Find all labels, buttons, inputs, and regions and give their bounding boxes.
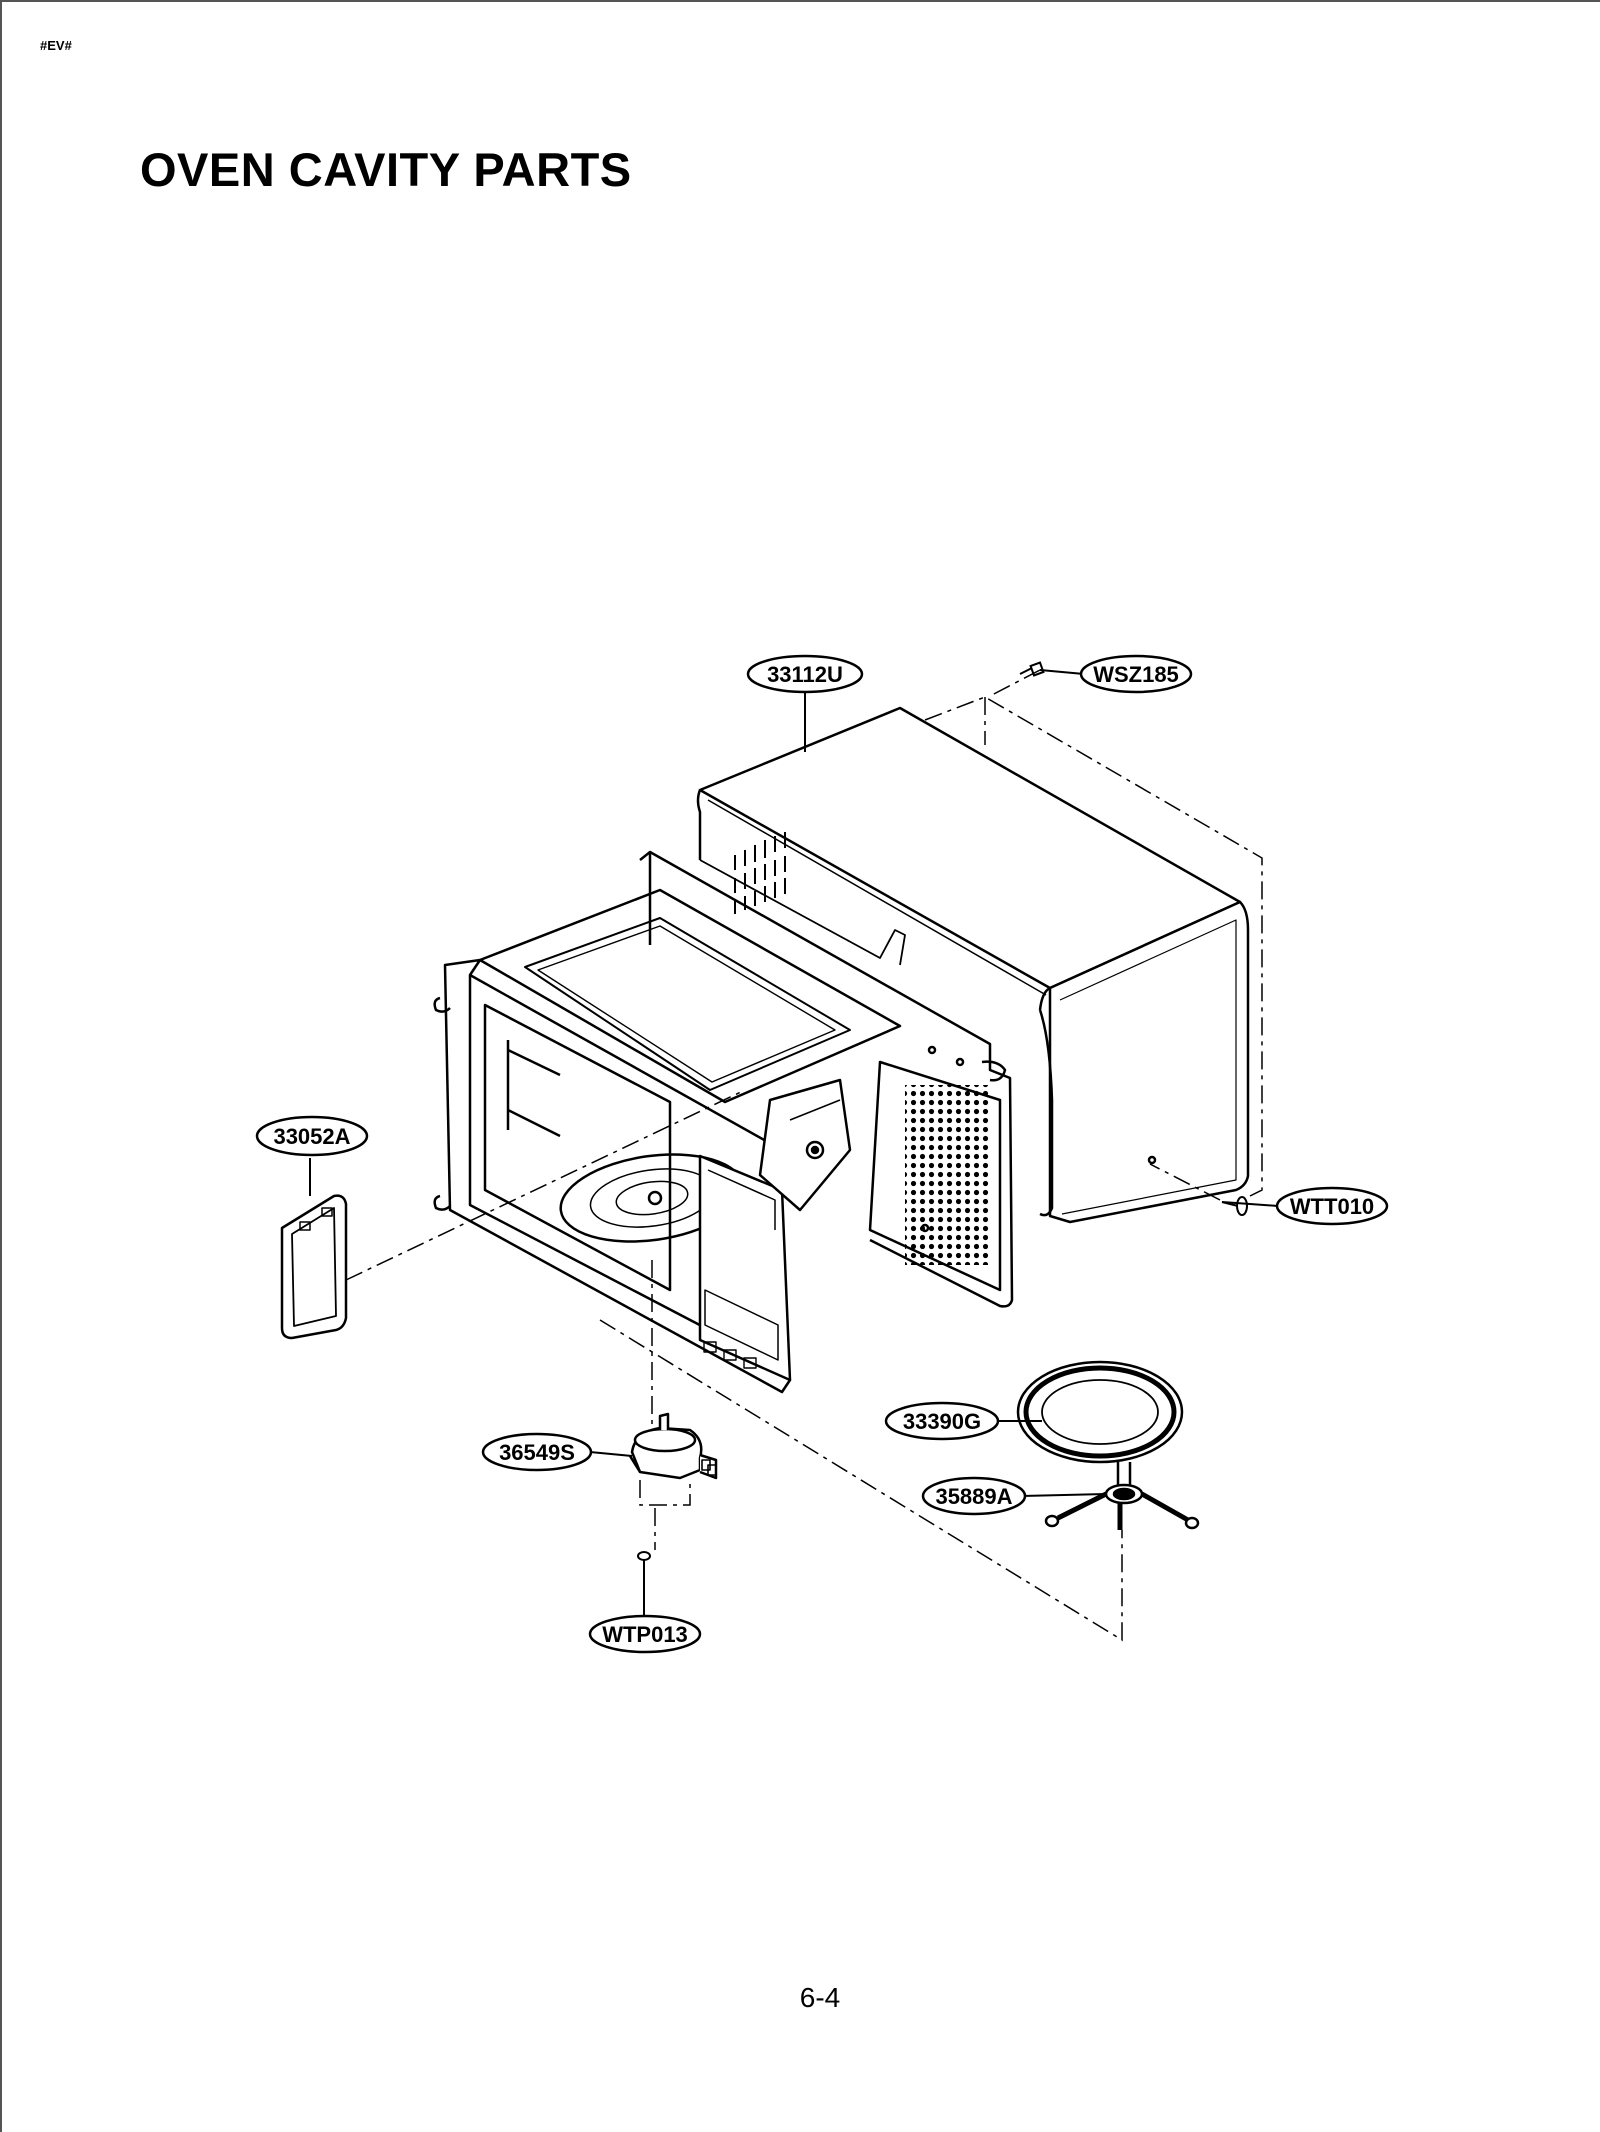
svg-text:33052A: 33052A xyxy=(273,1124,350,1149)
svg-text:WTP013: WTP013 xyxy=(602,1622,688,1647)
svg-text:WSZ185: WSZ185 xyxy=(1093,662,1179,687)
cabinet-back-dashed xyxy=(924,696,1263,1197)
inner-cavity xyxy=(433,850,1157,1394)
svg-text:WTT010: WTT010 xyxy=(1290,1194,1374,1219)
glass-tray xyxy=(1016,1360,1184,1464)
callout-WTT010: WTT010 xyxy=(1275,1186,1389,1226)
callout-WSZ185: WSZ185 xyxy=(1079,654,1193,694)
screw-wsz185 xyxy=(1019,661,1045,677)
rear-vent-grille xyxy=(734,832,786,914)
outer-cabinet xyxy=(696,706,1250,1224)
svg-text:33112U: 33112U xyxy=(767,662,843,687)
callout-36549S: 36549S xyxy=(481,1432,593,1472)
page-title: OVEN CAVITY PARTS xyxy=(140,143,632,196)
page-number: 6-4 xyxy=(799,1982,841,2013)
callout-33390G: 33390G xyxy=(884,1401,1000,1441)
callout-33052A: 33052A xyxy=(255,1115,369,1157)
header-code: #EV# xyxy=(40,38,72,53)
leader-lines xyxy=(309,669,1279,1616)
callout-35889A: 35889A xyxy=(921,1476,1027,1516)
right-wall-perforations xyxy=(905,1085,990,1265)
cover-plate xyxy=(280,1194,348,1340)
callout-WTP013: WTP013 xyxy=(588,1614,702,1654)
turntable-motor xyxy=(628,1412,718,1480)
assembly-dashed-lines xyxy=(345,669,1221,1642)
svg-text:33390G: 33390G xyxy=(903,1409,981,1434)
screw-wtp013 xyxy=(637,1551,651,1580)
svg-text:35889A: 35889A xyxy=(935,1484,1012,1509)
screw-wtt010 xyxy=(1221,1196,1248,1216)
svg-text:36549S: 36549S xyxy=(499,1440,575,1465)
callout-33112U: 33112U xyxy=(746,654,864,694)
roller-guide xyxy=(1044,1462,1200,1530)
